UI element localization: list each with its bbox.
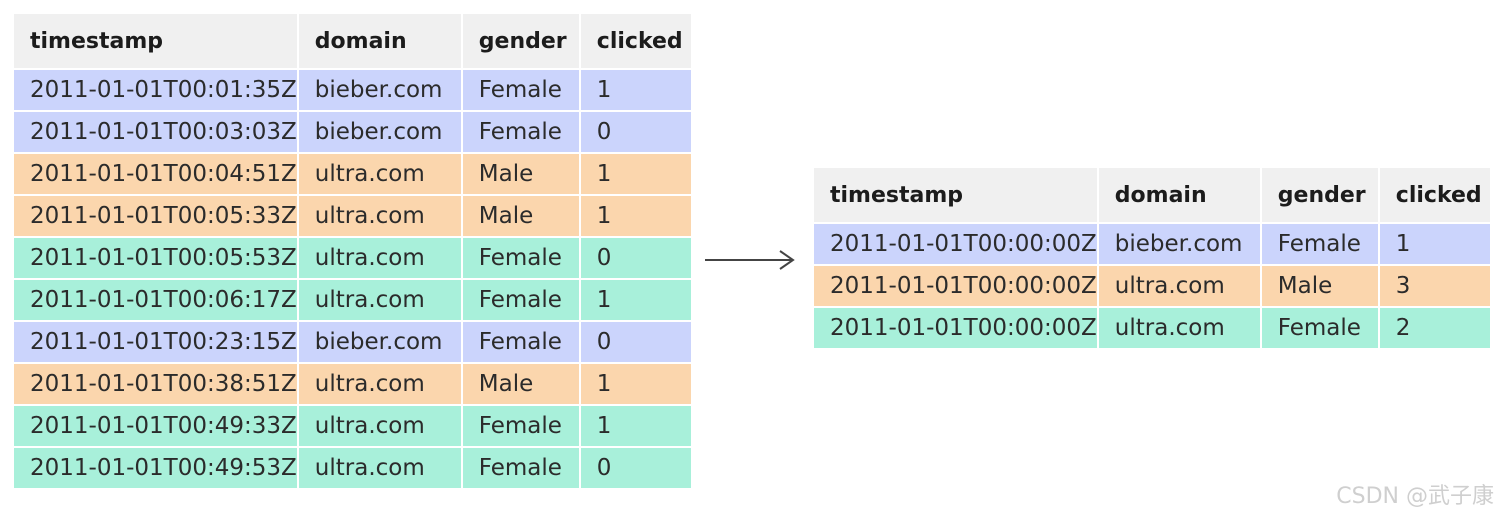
cell-clicked: 0 (578, 110, 693, 154)
cell-timestamp: 2011-01-01T00:49:33Z (12, 404, 299, 448)
cell-gender: Female (1259, 222, 1380, 266)
cell-clicked: 3 (1377, 264, 1492, 308)
watermark: CSDN @武子康 (1336, 484, 1494, 509)
column-header-domain: domain (1096, 166, 1262, 224)
cell-domain: ultra.com (296, 194, 463, 238)
cell-domain: bieber.com (296, 320, 463, 364)
cell-clicked: 1 (578, 194, 693, 238)
cell-timestamp: 2011-01-01T00:00:00Z (812, 306, 1099, 350)
cell-clicked: 1 (578, 362, 693, 406)
cell-gender: Male (460, 194, 581, 238)
cell-timestamp: 2011-01-01T00:06:17Z (12, 278, 299, 322)
cell-gender: Female (460, 68, 581, 112)
cell-domain: bieber.com (1096, 222, 1262, 266)
cell-timestamp: 2011-01-01T00:05:53Z (12, 236, 299, 280)
cell-gender: Male (460, 152, 581, 196)
cell-gender: Male (1259, 264, 1380, 308)
cell-timestamp: 2011-01-01T00:05:33Z (12, 194, 299, 238)
arrow-right-icon (705, 250, 795, 270)
cell-timestamp: 2011-01-01T00:38:51Z (12, 362, 299, 406)
column-header-timestamp: timestamp (12, 12, 299, 70)
cell-timestamp: 2011-01-01T00:01:35Z (12, 68, 299, 112)
cell-domain: ultra.com (296, 152, 463, 196)
cell-timestamp: 2011-01-01T00:00:00Z (812, 222, 1099, 266)
header-row: timestamp domain gender clicked (812, 166, 1492, 224)
column-header-timestamp: timestamp (812, 166, 1099, 224)
cell-clicked: 0 (578, 320, 693, 364)
cell-gender: Female (460, 446, 581, 490)
cell-clicked: 1 (1377, 222, 1492, 266)
column-header-gender: gender (1259, 166, 1380, 224)
cell-gender: Female (460, 110, 581, 154)
cell-gender: Female (460, 278, 581, 322)
cell-clicked: 0 (578, 446, 693, 490)
cell-clicked: 1 (578, 152, 693, 196)
cell-gender: Male (460, 362, 581, 406)
cell-timestamp: 2011-01-01T00:23:15Z (12, 320, 299, 364)
raw-events-table: timestamp domain gender clicked 2011-01-… (12, 12, 693, 490)
cell-gender: Female (460, 320, 581, 364)
rollup-table: timestamp domain gender clicked 2011-01-… (812, 166, 1492, 350)
cell-clicked: 1 (578, 68, 693, 112)
cell-domain: ultra.com (296, 404, 463, 448)
cell-clicked: 0 (578, 236, 693, 280)
cell-domain: ultra.com (1096, 306, 1262, 350)
cell-domain: ultra.com (296, 446, 463, 490)
cell-domain: ultra.com (296, 362, 463, 406)
cell-domain: ultra.com (1096, 264, 1262, 308)
cell-domain: bieber.com (296, 110, 463, 154)
cell-timestamp: 2011-01-01T00:03:03Z (12, 110, 299, 154)
cell-domain: ultra.com (296, 278, 463, 322)
cell-gender: Female (460, 236, 581, 280)
column-header-clicked: clicked (1377, 166, 1492, 224)
cell-timestamp: 2011-01-01T00:04:51Z (12, 152, 299, 196)
cell-domain: bieber.com (296, 68, 463, 112)
column-header-clicked: clicked (578, 12, 693, 70)
cell-domain: ultra.com (296, 236, 463, 280)
column-header-gender: gender (460, 12, 581, 70)
cell-clicked: 1 (578, 278, 693, 322)
cell-timestamp: 2011-01-01T00:49:53Z (12, 446, 299, 490)
column-header-domain: domain (296, 12, 463, 70)
cell-gender: Female (1259, 306, 1380, 350)
header-row: timestamp domain gender clicked (12, 12, 693, 70)
cell-gender: Female (460, 404, 581, 448)
cell-clicked: 1 (578, 404, 693, 448)
cell-clicked: 2 (1377, 306, 1492, 350)
cell-timestamp: 2011-01-01T00:00:00Z (812, 264, 1099, 308)
